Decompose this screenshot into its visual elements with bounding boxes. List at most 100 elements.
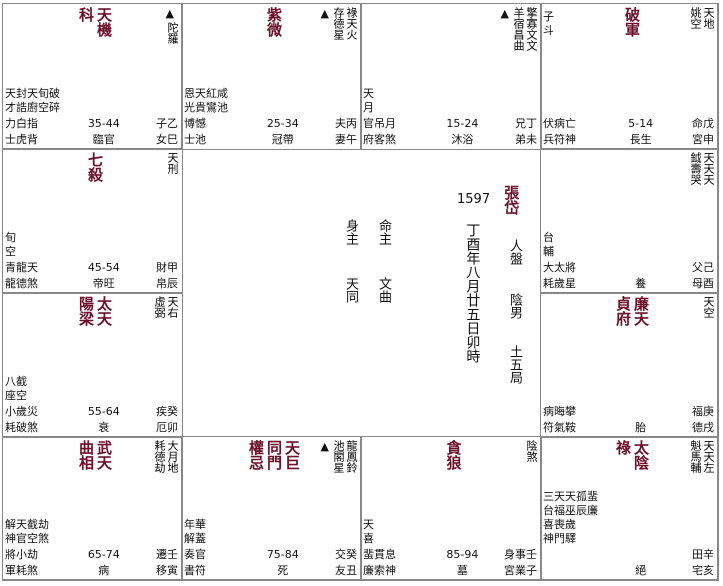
palace-branch: 妻午 xyxy=(335,133,357,146)
palace-xu: 廉天貞府天空病晦攀福庚符氣鞍胎德戌 xyxy=(540,292,719,438)
palace-branch: 母酉 xyxy=(692,277,714,290)
auxiliary-star-line: 喜喪歲 xyxy=(543,518,576,531)
palace-you: 天天天鉞壽哭台輔大太將父己耗歲星養母酉 xyxy=(540,148,719,294)
age-range: 25-34 xyxy=(266,117,299,130)
palace-name: 子乙 xyxy=(156,117,178,130)
minor-star-text: 鉞壽哭 xyxy=(689,152,702,185)
minor-star-text: 祿天火 xyxy=(345,7,358,40)
minor-star-text: 天右 xyxy=(166,296,179,318)
auxiliary-star-line: 解天截劫 xyxy=(5,518,49,531)
auxiliary-star-line: 空 xyxy=(5,245,16,258)
auxiliary-star-line: 年華 xyxy=(184,518,206,531)
minor-star-text: 存德星 xyxy=(332,7,345,40)
spirit-stars: 蜚貫息 xyxy=(363,548,396,561)
minor-star-text: 天天左 xyxy=(702,440,715,473)
palace-name: 兄丁 xyxy=(515,117,537,130)
spirit-stars: 廉索神 xyxy=(363,564,396,577)
triangle-marker-icon: ▲ xyxy=(165,7,174,20)
auxiliary-star-line: 天 xyxy=(363,518,374,531)
auxiliary-star-line: 月 xyxy=(363,101,374,114)
minor-star-text: 姚空 xyxy=(689,7,702,29)
life-stage: 墓 xyxy=(456,564,468,577)
major-star-text: 權忌 xyxy=(247,440,265,470)
auxiliary-stars: 年華解蓋 xyxy=(184,518,206,546)
major-star-text: 紫微 xyxy=(265,7,283,37)
major-stars: 太天陽梁 xyxy=(75,296,113,326)
major-stars: 廉天貞府 xyxy=(612,296,650,326)
auxiliary-stars: 台輔 xyxy=(543,231,554,259)
palace-name: 交癸 xyxy=(335,548,357,561)
minor-star-text: 龍鳳鈴 xyxy=(345,440,358,473)
major-stars: 七殺 xyxy=(84,152,104,182)
auxiliary-star-line: 喜 xyxy=(363,532,374,545)
major-stars: 天巨同門權忌 xyxy=(245,440,301,470)
five-element-bureau: 土五局 xyxy=(506,345,522,384)
minor-stars: 天地姚空 xyxy=(688,7,715,29)
minor-star-text: 天地 xyxy=(702,7,715,29)
life-stage: 帝旺 xyxy=(92,277,115,290)
minor-star-text: 耗德劫 xyxy=(153,440,166,473)
auxiliary-stars: 解天截劫神官空煞 xyxy=(5,518,49,546)
minor-stars: 天刑 xyxy=(165,152,179,174)
spirit-stars: 符氣鞍 xyxy=(543,421,576,434)
center-panel: 張岱 1597 丁酉年八月廿五日卯時 人盤 陰男 土五局 命主 身主 文曲 天同 xyxy=(182,147,540,437)
palace-branch: 移寅 xyxy=(156,564,178,577)
minor-stars: 天空 xyxy=(701,296,715,318)
spirit-stars: 書符 xyxy=(184,564,206,577)
minor-star-text: 天天天 xyxy=(702,152,715,185)
spirit-stars: 耗歲星 xyxy=(543,277,576,290)
spirit-stars: 兵符神 xyxy=(543,133,576,146)
spirit-stars: 伏病亡 xyxy=(543,117,576,130)
auxiliary-star-line: 光貴鸞池 xyxy=(184,101,228,114)
auxiliary-stars: 三天天孤蜚台福巫辰廉喜喪歲神門驛 xyxy=(543,490,598,546)
minor-stars: 祿天火存德星 xyxy=(331,7,358,40)
life-stage: 死 xyxy=(277,564,289,577)
palace-branch: 弟未 xyxy=(515,133,537,146)
spirit-stars: 將小劫 xyxy=(5,548,38,561)
minor-star-text: 擎寡文文 xyxy=(525,7,538,51)
life-stage: 冠帶 xyxy=(271,133,294,146)
palace-branch: 帛辰 xyxy=(156,277,178,290)
life-stage: 胎 xyxy=(635,421,647,434)
minor-stars: 擎寡文文羊宿昌曲 xyxy=(511,7,538,51)
birth-year: 1597 xyxy=(457,192,491,207)
palace-name: 遷壬 xyxy=(156,548,178,561)
auxiliary-star-line: 台福巫辰廉 xyxy=(543,504,598,517)
major-star-text: 祿 xyxy=(614,440,632,455)
age-range: 65-74 xyxy=(87,548,120,561)
palace-branch: 德戌 xyxy=(692,421,714,434)
life-stage: 衰 xyxy=(98,421,110,434)
minor-star-text: 魁馬輔 xyxy=(689,440,702,473)
auxiliary-star-line: 台 xyxy=(543,231,554,244)
age-range: 35-44 xyxy=(87,117,120,130)
auxiliary-star-line: 才誥廚空碎 xyxy=(5,101,60,114)
palace-name: 命戊 xyxy=(692,117,714,130)
life-stage: 病 xyxy=(98,564,110,577)
auxiliary-star-line: 八截 xyxy=(5,375,27,388)
major-stars: 紫微 xyxy=(263,7,283,37)
auxiliary-star-line: 神官空煞 xyxy=(5,532,49,545)
major-stars: 太陰祿 xyxy=(612,440,650,470)
minor-stars: 大月地耗德劫 xyxy=(152,440,179,473)
auxiliary-star-line: 天封天旬破 xyxy=(5,87,60,100)
spirit-stars: 大太將 xyxy=(543,261,576,274)
palace-name: 福庚 xyxy=(692,405,714,418)
palace-name: 田辛 xyxy=(692,548,714,561)
age-range: 55-64 xyxy=(87,405,120,418)
palace-name: 疾癸 xyxy=(156,405,178,418)
life-stage: 長生 xyxy=(629,133,652,146)
spirit-stars: 奏官 xyxy=(184,548,206,561)
triangle-marker-icon: ▲ xyxy=(320,440,329,453)
spirit-stars: 龍德煞 xyxy=(5,277,38,290)
auxiliary-star-line: 三天天孤蜚 xyxy=(543,490,598,503)
ming-star: 文曲 xyxy=(375,277,391,303)
palace-branch: 宮申 xyxy=(692,133,714,146)
pan-type: 人盤 xyxy=(506,239,522,265)
minor-star-text: 大月地 xyxy=(166,440,179,473)
shen-label: 身主 xyxy=(342,219,358,245)
